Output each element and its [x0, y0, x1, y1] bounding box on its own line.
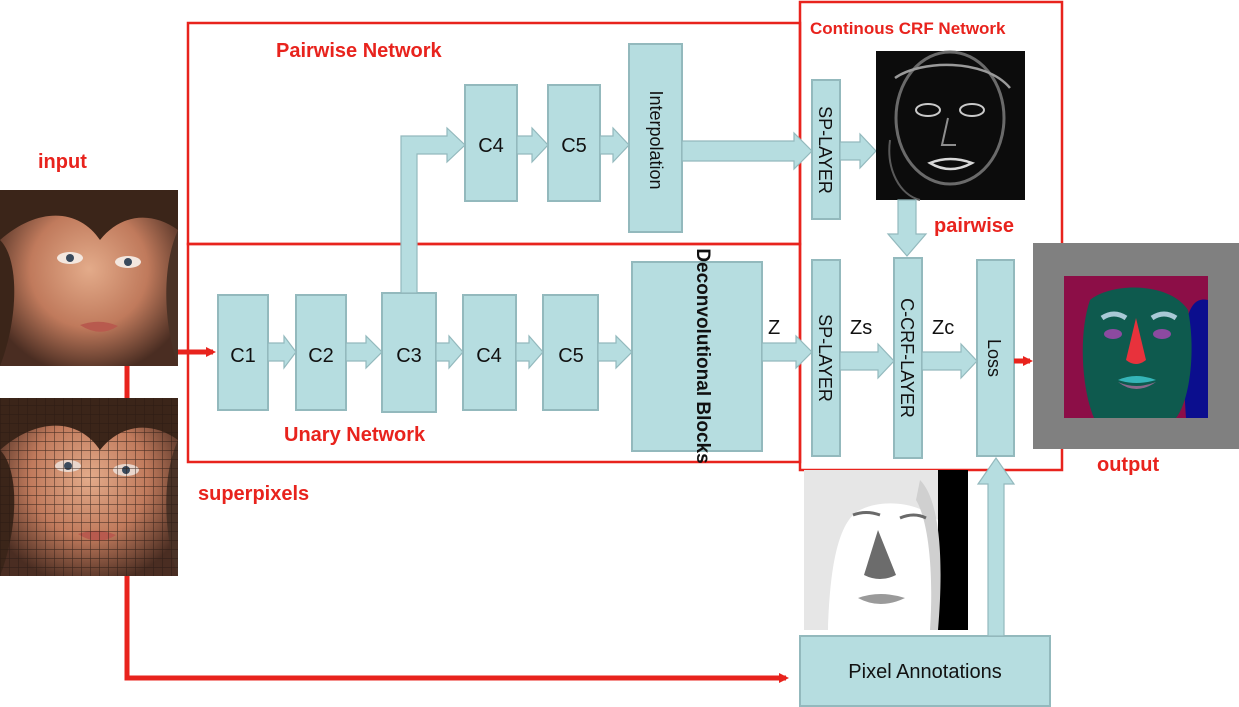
- pixel-annotations-block: Pixel Annotations: [799, 635, 1051, 707]
- output-image: [1033, 243, 1239, 449]
- unary-arrows: [267, 334, 813, 370]
- ground-truth-annotation-image: [804, 470, 968, 630]
- svg-text:C3: C3: [396, 345, 422, 367]
- c3-block: C3: [381, 292, 437, 413]
- c2-block: C2: [295, 294, 347, 411]
- crf-arrows: [839, 342, 978, 380]
- c4p-to-c5p-arrow: [516, 126, 549, 164]
- svg-text:SP-LAYER: SP-LAYER: [815, 106, 835, 194]
- c5-pairwise-block: C5: [547, 84, 601, 202]
- c1-to-c2-arrow: [267, 334, 297, 370]
- ccrf-layer-block: C-CRF-LAYER: [893, 257, 923, 459]
- sp-layer-top-block: SP-LAYER: [811, 79, 841, 220]
- svg-text:SP-LAYER: SP-LAYER: [815, 314, 835, 402]
- svg-text:C4: C4: [476, 345, 502, 367]
- crf-network-label: Continous CRF Network: [810, 19, 1006, 38]
- loss-block: Loss: [976, 259, 1015, 457]
- c4-to-c5-arrow: [515, 334, 544, 370]
- c5p-to-interp-arrow: [599, 126, 630, 164]
- pairwise-arrows: [516, 126, 813, 171]
- edge-label-zc: Zc: [932, 317, 954, 339]
- interp-to-sp-arrow: [681, 131, 813, 171]
- svg-text:C4: C4: [478, 135, 504, 157]
- deconvolutional-blocks: Deconvolutional Blocks: [631, 248, 763, 464]
- sp-to-ccrf-arrow: [839, 342, 895, 380]
- c4-pairwise-block: C4: [464, 84, 518, 202]
- c5-unary-block: C5: [542, 294, 599, 411]
- svg-text:Interpolation: Interpolation: [646, 90, 666, 189]
- svg-text:C-CRF-LAYER: C-CRF-LAYER: [897, 298, 917, 418]
- pairwise-label: pairwise: [934, 215, 1014, 237]
- svg-text:Pixel Annotations: Pixel Annotations: [848, 661, 1001, 683]
- input-label: input: [38, 151, 87, 173]
- svg-text:Loss: Loss: [984, 339, 1004, 377]
- c5-to-deconv-arrow: [597, 334, 633, 370]
- sp-top-to-pairwise-map-arrow: [839, 132, 877, 170]
- svg-text:C2: C2: [308, 345, 334, 367]
- c2-to-c3-arrow: [345, 334, 383, 370]
- pairwise-map-image: [876, 50, 1025, 201]
- output-label: output: [1097, 454, 1160, 476]
- edge-label-zs: Zs: [850, 317, 872, 339]
- svg-text:C1: C1: [230, 345, 256, 367]
- edge-label-z: Z: [768, 317, 780, 339]
- superpixels-image: [0, 398, 178, 576]
- interpolation-block: Interpolation: [628, 43, 683, 233]
- c3-to-c4-arrow: [435, 334, 464, 370]
- annotations-to-loss-arrow: [976, 456, 1016, 637]
- ccrf-to-loss-arrow: [921, 342, 978, 380]
- c3-to-pairwise-branch: [400, 126, 466, 294]
- pairwise-map-to-ccrf-arrow: [886, 199, 928, 257]
- pairwise-network-label: Pairwise Network: [276, 40, 443, 62]
- svg-text:C5: C5: [561, 135, 587, 157]
- c4-unary-block: C4: [462, 294, 517, 411]
- unary-network-label: Unary Network: [284, 424, 426, 446]
- svg-text:Deconvolutional Blocks: Deconvolutional Blocks: [692, 248, 713, 463]
- svg-text:C5: C5: [558, 345, 584, 367]
- input-image: [0, 190, 178, 366]
- deconv-to-sp-arrow: [761, 334, 813, 370]
- superpixels-label: superpixels: [198, 483, 309, 505]
- sp-layer-bottom-block: SP-LAYER: [811, 259, 841, 457]
- superpixels-to-annotations-arrow: [124, 576, 789, 683]
- c1-block: C1: [217, 294, 269, 411]
